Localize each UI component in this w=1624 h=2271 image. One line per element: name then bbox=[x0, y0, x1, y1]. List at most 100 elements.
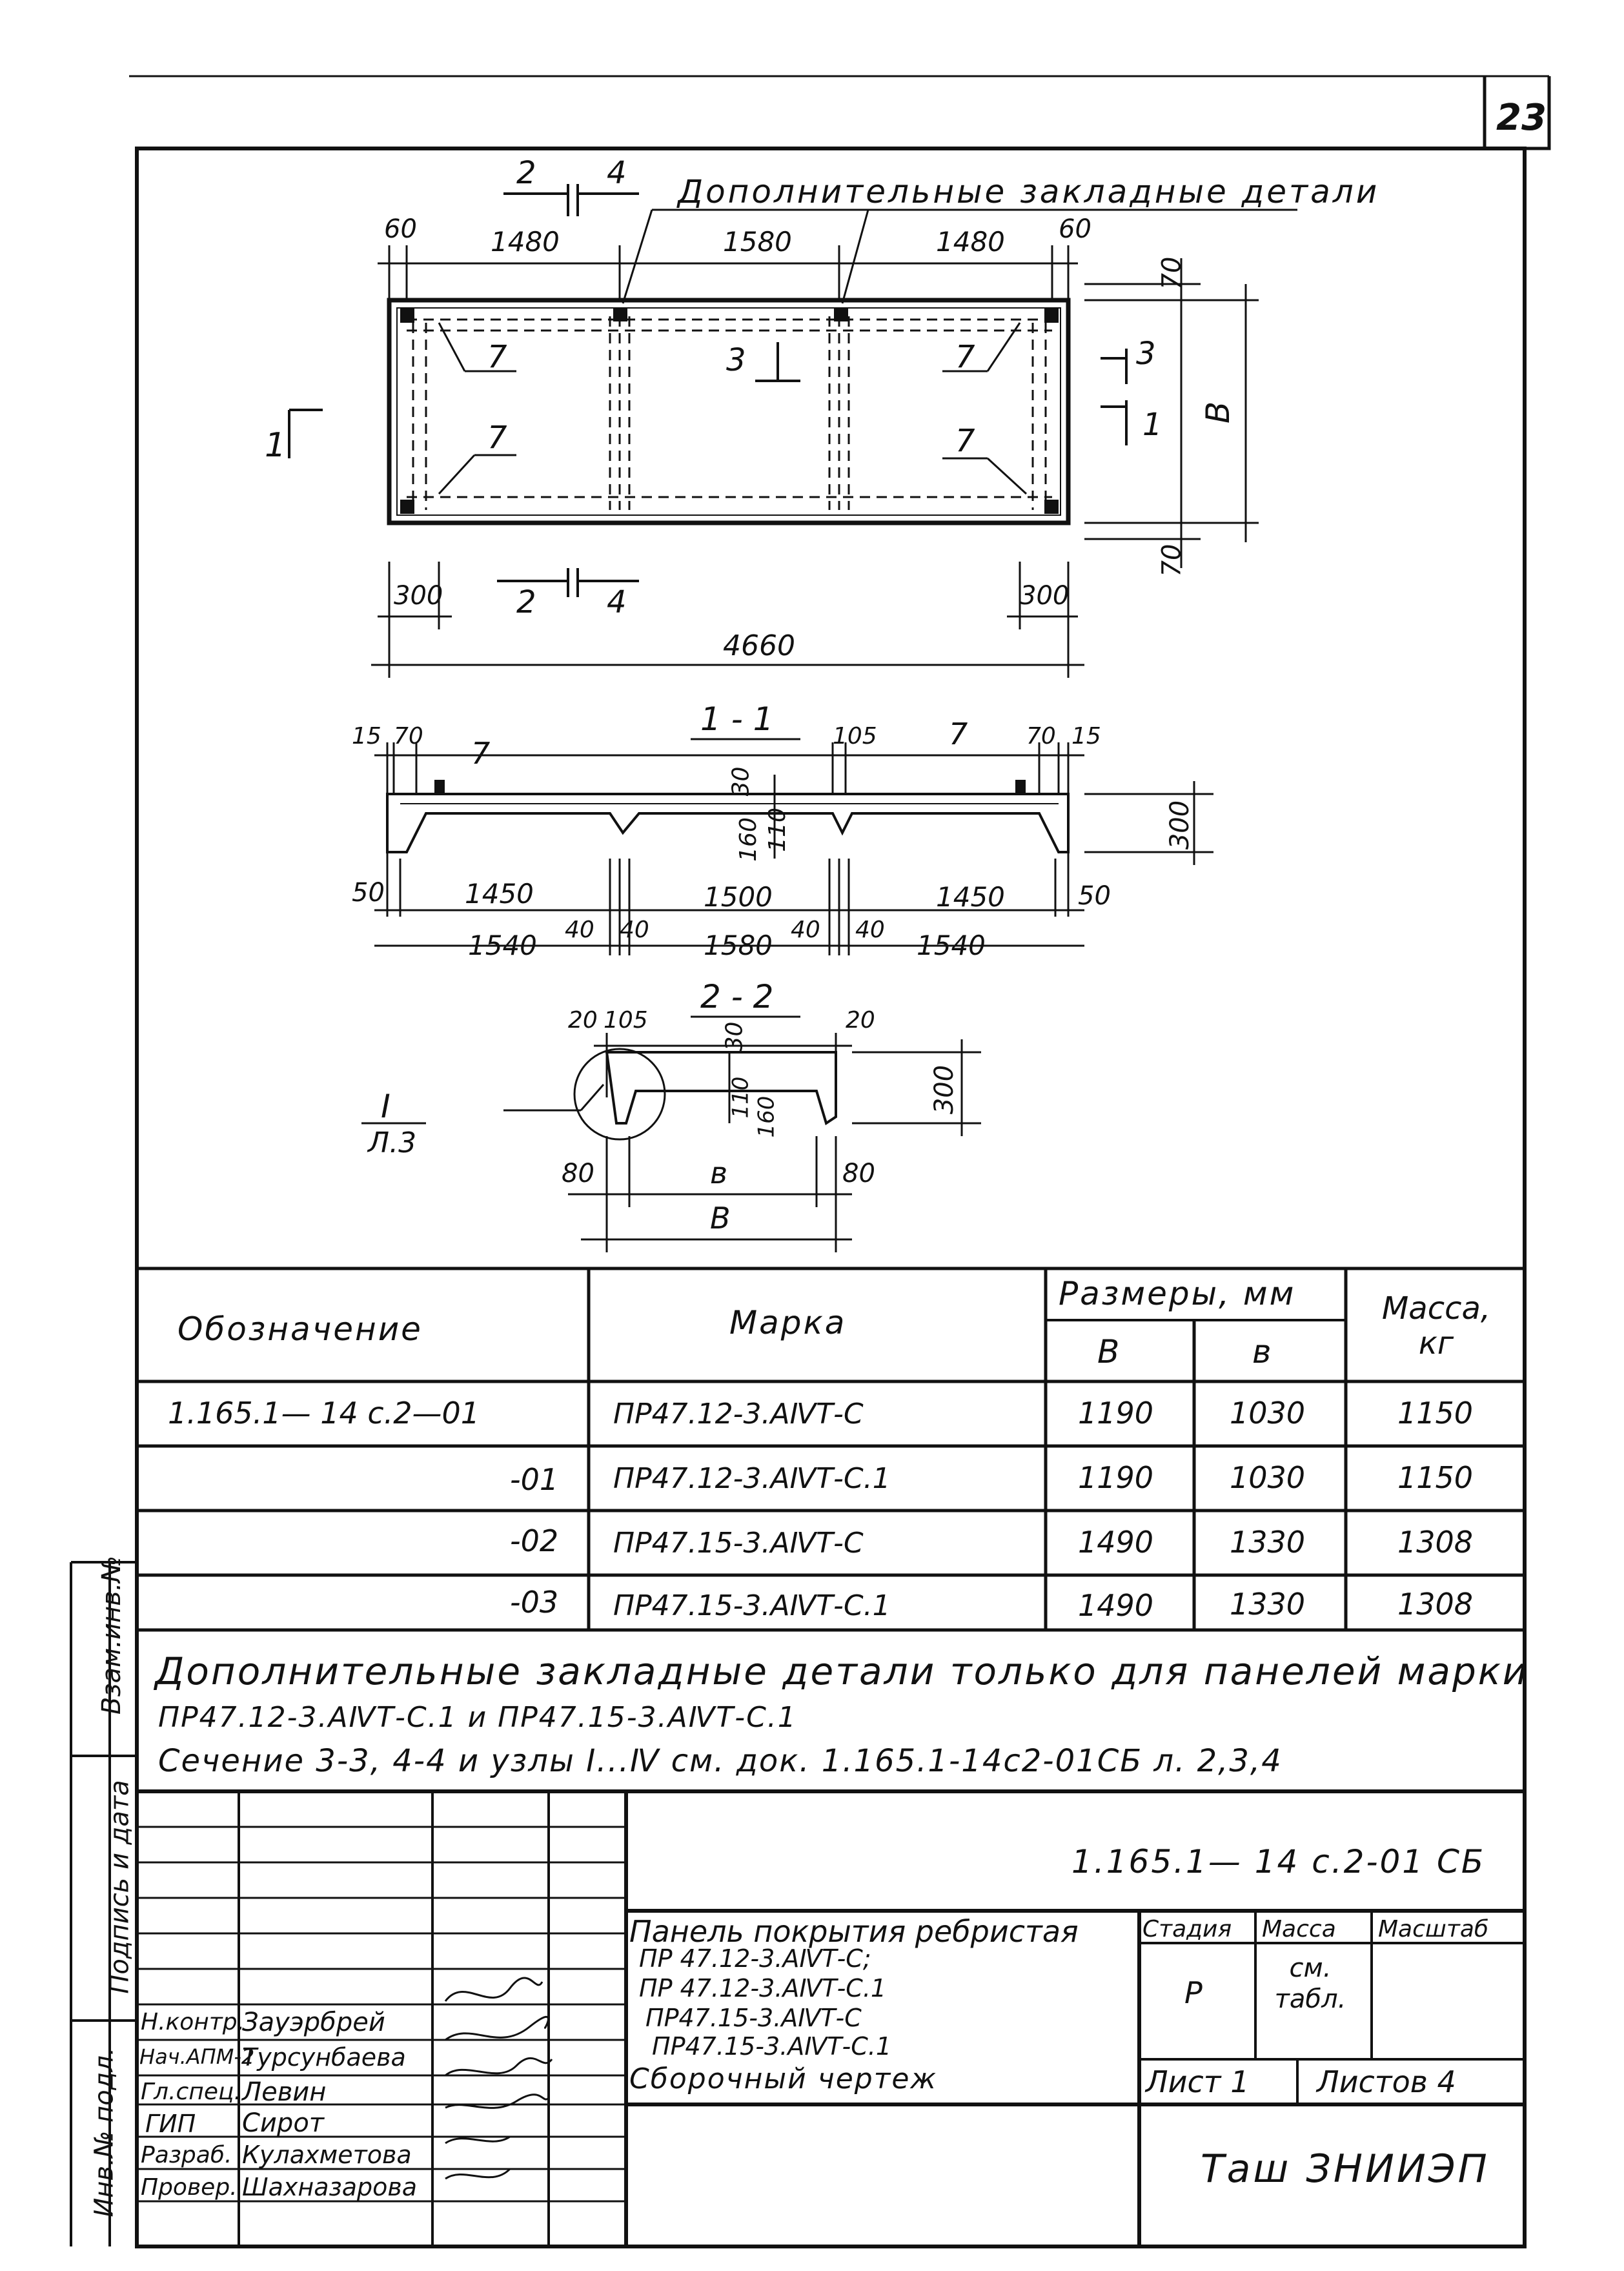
note-line-1: Дополнительные закладные детали только д… bbox=[155, 1649, 1529, 1693]
table-row-1-designation: 1.165.1— 14 с.2—01 bbox=[168, 1396, 480, 1431]
role-2: Нач.АПМ-2 bbox=[139, 2044, 255, 2069]
table-header-b: в bbox=[1252, 1333, 1272, 1370]
title-line-2: ПР 47.12-3.АⅣТ-С; bbox=[639, 1944, 871, 1973]
plan-callout-7-b: 7 bbox=[487, 420, 507, 456]
table-row-1-B: 1190 bbox=[1078, 1396, 1154, 1431]
s11-row1-1450-left: 1450 bbox=[465, 878, 534, 910]
s11-dim-15-left: 15 bbox=[352, 723, 381, 749]
plan-dim-300-right: 300 bbox=[1020, 581, 1070, 611]
sheets-label: Листов 4 bbox=[1317, 2064, 1456, 2099]
side-stamp-top: Взам.инв.№ bbox=[97, 1555, 127, 1715]
s11-dim-30: 30 bbox=[727, 766, 755, 797]
plan-note: Дополнительные закладные детали bbox=[678, 173, 1380, 210]
section-1-1-title: 1 - 1 bbox=[700, 700, 774, 738]
s11-row1-1450-right: 1450 bbox=[936, 881, 1005, 913]
plan-dim-60-left: 60 bbox=[384, 214, 417, 244]
title-line-6: Сборочный чертеж bbox=[629, 2062, 938, 2095]
s22-dim-80-right: 80 bbox=[842, 1159, 875, 1188]
plan-dim-1480-right: 1480 bbox=[936, 226, 1005, 258]
section-mark-1-right: 1 bbox=[1142, 407, 1162, 443]
s22-dim-300: 300 bbox=[929, 1064, 960, 1115]
section-mark-1-left: 1 bbox=[265, 426, 287, 465]
s22-node-ref: Л.3 bbox=[368, 1126, 417, 1159]
section-mark-4-bottom: 4 bbox=[607, 584, 627, 620]
section-mark-2-top: 2 bbox=[516, 155, 536, 191]
s11-row2-40-c: 40 bbox=[791, 917, 820, 943]
table-row-2-B: 1190 bbox=[1078, 1460, 1154, 1495]
section-mark-3-right: 3 bbox=[1136, 336, 1156, 372]
plan-dim-70-top: 70 bbox=[1157, 256, 1187, 290]
organization: Таш ЗНИИЭП bbox=[1201, 2146, 1490, 2192]
section-1-1 bbox=[374, 738, 1213, 955]
plan-callout-7-d: 7 bbox=[955, 423, 975, 459]
plan-dim-300-left: 300 bbox=[394, 581, 443, 611]
name-1: Зауэрбрей bbox=[242, 2008, 385, 2037]
s11-row2-1540-left: 1540 bbox=[468, 930, 537, 961]
section-mark-3-center: 3 bbox=[726, 342, 746, 378]
table-row-3-mass: 1308 bbox=[1397, 1525, 1474, 1560]
table-row-2-mass: 1150 bbox=[1397, 1460, 1474, 1495]
s11-row2-40-b: 40 bbox=[620, 917, 649, 943]
title-block-grid bbox=[137, 1789, 1525, 2246]
plan-dim-60-right: 60 bbox=[1059, 214, 1091, 244]
s22-dim-B-large: B bbox=[710, 1201, 731, 1236]
name-6: Шахназарова bbox=[242, 2173, 418, 2201]
stage-header: Стадия bbox=[1142, 1916, 1232, 1942]
s22-dim-30: 30 bbox=[721, 1021, 748, 1052]
section-mark-4-top: 4 bbox=[607, 155, 627, 191]
s11-callout-7-left: 7 bbox=[471, 736, 491, 771]
s11-dim-300: 300 bbox=[1165, 800, 1195, 850]
section-mark-2-bottom: 2 bbox=[516, 584, 536, 620]
table-row-3-mark: ПР47.15-3.АⅣТ-С bbox=[613, 1527, 864, 1560]
table-header-mass: Масса, кг bbox=[1381, 1290, 1491, 1361]
table-row-3-B: 1490 bbox=[1078, 1525, 1154, 1560]
title-line-4: ПР47.15-3.АⅣТ-С bbox=[645, 2004, 862, 2032]
s11-dim-15-right: 15 bbox=[1071, 723, 1101, 749]
name-5: Кулахметова bbox=[242, 2141, 412, 2169]
plan-dim-4660: 4660 bbox=[723, 629, 795, 662]
stage-value: Р bbox=[1184, 1975, 1203, 2010]
side-stamp-middle: Подпись и дата bbox=[105, 1780, 135, 1994]
s11-row2-1580: 1580 bbox=[704, 930, 773, 961]
mass-value: см. табл. bbox=[1274, 1953, 1346, 2014]
table-grid bbox=[137, 1267, 1525, 1632]
table-row-4-designation: -03 bbox=[510, 1585, 559, 1620]
plan-dim-70-bottom: 70 bbox=[1157, 544, 1187, 577]
s11-dim-160: 160 bbox=[735, 817, 762, 862]
scale-header: Масштаб bbox=[1378, 1916, 1489, 1942]
title-line-3: ПР 47.12-3.АⅣТ-С.1 bbox=[639, 1974, 887, 2002]
table-row-2-b: 1030 bbox=[1230, 1460, 1306, 1495]
s11-row2-40-a: 40 bbox=[565, 917, 594, 943]
note-line-3: Сечение 3-3, 4-4 и узлы I...Ⅳ см. док. 1… bbox=[158, 1743, 1283, 1779]
role-3: Гл.спец. bbox=[141, 2079, 241, 2105]
table-row-1-mark: ПР47.12-3.АⅣТ-С bbox=[613, 1398, 864, 1431]
table-row-3-designation: -02 bbox=[510, 1523, 559, 1558]
name-3: Левин bbox=[242, 2077, 327, 2107]
s11-callout-7-right: 7 bbox=[949, 717, 968, 751]
s22-node-label: I bbox=[381, 1088, 391, 1125]
s11-row2-40-d: 40 bbox=[855, 917, 885, 943]
table-row-4-mass: 1308 bbox=[1397, 1587, 1474, 1622]
table-row-4-mark: ПР47.15-3.АⅣТ-С.1 bbox=[613, 1589, 891, 1622]
s22-dim-80-left: 80 bbox=[562, 1159, 594, 1188]
side-stamp-bottom: Инв.№ подл. bbox=[89, 2047, 119, 2217]
table-row-1-mass: 1150 bbox=[1397, 1396, 1474, 1431]
section-2-2-title: 2 - 2 bbox=[700, 978, 774, 1015]
plan-callout-7-a: 7 bbox=[487, 339, 507, 375]
plan-view bbox=[288, 184, 1297, 678]
title-line-1: Панель покрытия ребристая bbox=[629, 1914, 1079, 1949]
section-2-2 bbox=[361, 1015, 981, 1252]
plan-callout-7-c: 7 bbox=[955, 339, 975, 375]
s22-dim-160: 160 bbox=[753, 1095, 780, 1138]
mass-header: Масса bbox=[1262, 1916, 1336, 1942]
plan-dim-B: B bbox=[1199, 401, 1237, 424]
s22-dim-20-left: 20 bbox=[568, 1007, 598, 1034]
s11-row1-50-left: 50 bbox=[352, 878, 385, 908]
table-header-sizes: Размеры, мм bbox=[1059, 1275, 1296, 1312]
table-row-4-B: 1490 bbox=[1078, 1588, 1154, 1623]
s11-dim-70-right: 70 bbox=[1026, 723, 1056, 749]
table-row-3-b: 1330 bbox=[1230, 1525, 1306, 1560]
s11-dim-110: 110 bbox=[764, 808, 791, 852]
role-6: Провер. bbox=[141, 2174, 238, 2201]
